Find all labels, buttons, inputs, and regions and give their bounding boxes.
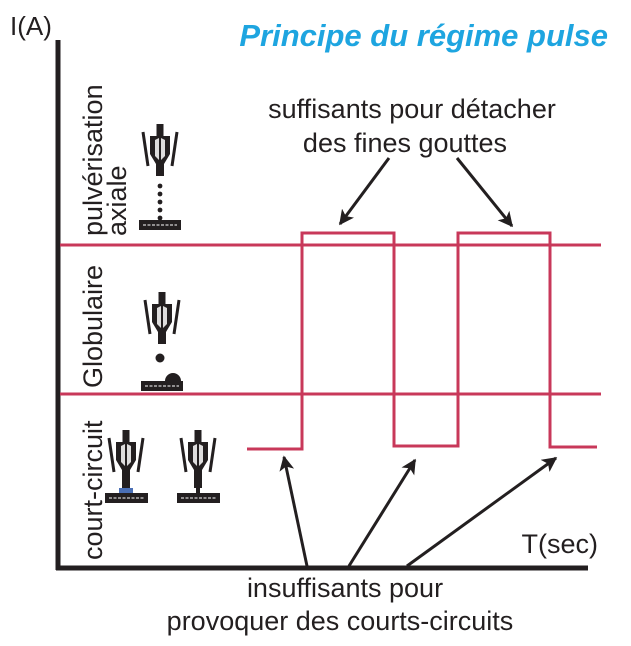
x-axis-label: T(sec) [522, 529, 599, 559]
regime-label-spray-line2: axiale [102, 165, 132, 236]
regime-label-short-circuit: court-circuit [78, 420, 108, 560]
regime-label-spray-line1: pulvérisation [78, 84, 108, 236]
torch-short-circuit-icon [105, 430, 148, 503]
arrow-peak-2 [455, 157, 514, 228]
arrow-base-2 [347, 458, 417, 567]
arrow-peak-1 [338, 157, 391, 226]
torch-globular-transfer-icon [141, 292, 183, 391]
annotation-peak-line1: suffisants pour détacher [268, 94, 556, 124]
short-circuit-bridge [119, 488, 133, 494]
diagram-title: Principe du régime pulse [239, 18, 608, 53]
annotation-peak-line2: des fines gouttes [303, 128, 507, 158]
arrow-base-1 [279, 455, 309, 567]
arrow-base-3 [406, 456, 558, 568]
torch-short-circuit-icon [177, 430, 220, 503]
torch-spray-transfer-icon [139, 124, 181, 230]
y-axis-label: I(A) [10, 11, 52, 41]
pulse-waveform [247, 231, 597, 451]
annotation-base-line1: insuffisants pour [247, 573, 443, 603]
annotation-base-line2: provoquer des courts-circuits [167, 606, 514, 636]
regime-label-globular: Globulaire [78, 265, 108, 388]
